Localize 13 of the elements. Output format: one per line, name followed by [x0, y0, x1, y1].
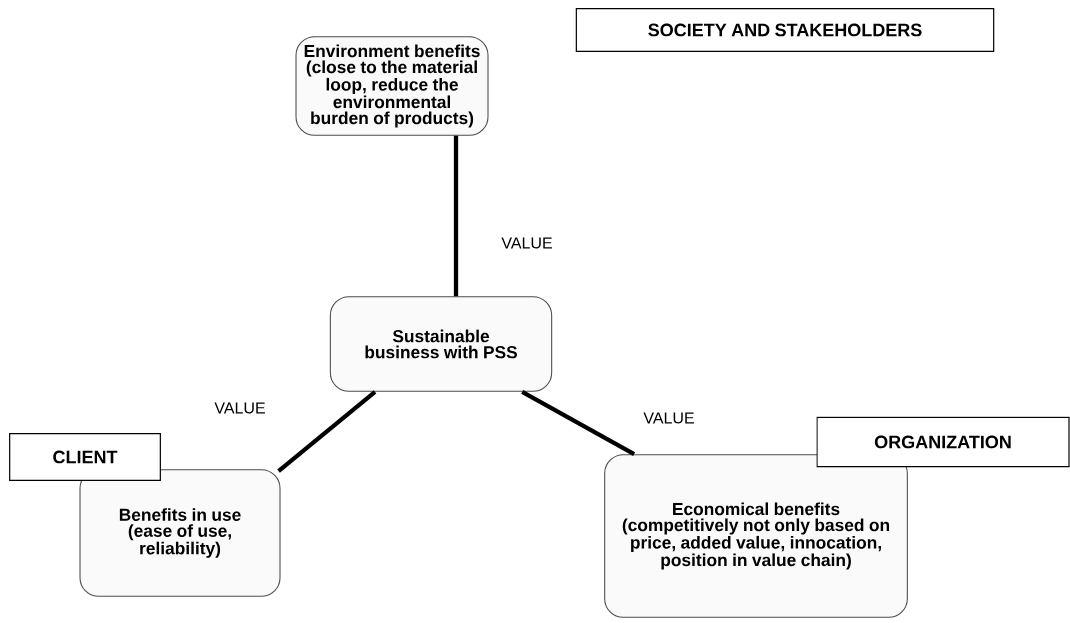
connector-line [277, 390, 377, 473]
benefit-box: Benefits in use (ease of use, reliability) [79, 469, 281, 597]
category-label: CLIENT [9, 433, 161, 481]
category-label: ORGANIZATION [816, 416, 1070, 468]
connector-line [521, 390, 636, 456]
benefit-box: Economical benefits (competitively not only based on price, added value, innocation, position in value chain) [604, 454, 908, 618]
edge-label: VALUE [213, 401, 267, 415]
edge-label: VALUE [642, 411, 696, 425]
connector-line [453, 135, 459, 297]
edge-label: VALUE [500, 236, 554, 250]
center-box: Sustainable business with PSS [329, 296, 553, 392]
benefit-box: Environment benefits (close to the material loop, reduce the environmental burden of products) [295, 36, 489, 136]
category-label: SOCIETY AND STAKEHOLDERS [575, 8, 995, 52]
